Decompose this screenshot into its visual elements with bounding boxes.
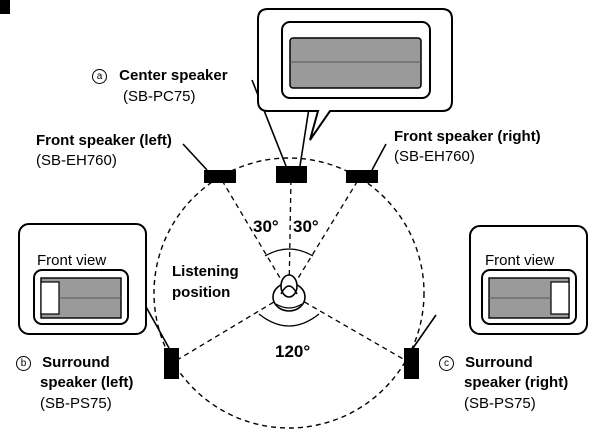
front-right-speaker-icon — [346, 170, 378, 183]
surround-right-speaker-icon — [404, 348, 419, 379]
marker-b: b — [16, 356, 31, 371]
front-view-right-label: Front view — [485, 252, 555, 269]
corner-mark — [0, 0, 10, 14]
surround-right-title-2: speaker (right) — [464, 374, 569, 391]
angle-rear-label: 120° — [275, 342, 311, 361]
listening-line1: Listening — [172, 263, 239, 280]
surround-left-title-1: Surround — [42, 354, 110, 371]
surround-left-speaker-icon — [164, 348, 179, 379]
marker-c: c — [439, 356, 454, 371]
front-view-left-label: Front view — [37, 252, 107, 269]
listening-line2: position — [172, 284, 231, 301]
front-left-speaker-icon — [204, 170, 236, 183]
center-speaker-label: a Center speaker — [92, 66, 228, 85]
marker-a: a — [92, 69, 107, 84]
surround-right-model: (SB-PS75) — [464, 395, 536, 412]
surround-left-title-2: speaker (left) — [40, 374, 134, 391]
line-center — [288, 176, 292, 294]
right-front-view-callout — [469, 225, 588, 335]
angle-left-label: 30° — [253, 217, 279, 236]
line-front-right — [288, 176, 361, 294]
angle-right-label: 30° — [293, 217, 319, 236]
speaker-direction-lines — [171, 176, 411, 364]
front-angle-arc — [264, 248, 314, 257]
center-speaker-icon — [276, 166, 307, 183]
surround-left-label: b Surround — [16, 353, 110, 372]
listening-circle — [153, 157, 425, 429]
leader-lines — [144, 79, 437, 349]
rear-angle-arc — [258, 313, 320, 327]
front-left-model: (SB-EH760) — [36, 152, 117, 169]
front-right-model: (SB-EH760) — [394, 148, 475, 165]
center-speaker-model: (SB-PC75) — [123, 88, 196, 105]
front-right-title: Front speaker (right) — [394, 128, 541, 145]
line-surround-left — [171, 292, 290, 364]
front-left-title: Front speaker (left) — [36, 132, 172, 149]
surround-left-model: (SB-PS75) — [40, 395, 112, 412]
line-front-left — [219, 176, 290, 294]
center-speaker-callout — [257, 8, 453, 141]
left-front-view-callout — [18, 223, 147, 335]
listener-icon — [272, 274, 306, 312]
surround-right-title-1: Surround — [465, 354, 533, 371]
surround-right-label: c Surround — [439, 353, 533, 372]
center-speaker-title: Center speaker — [119, 67, 228, 84]
